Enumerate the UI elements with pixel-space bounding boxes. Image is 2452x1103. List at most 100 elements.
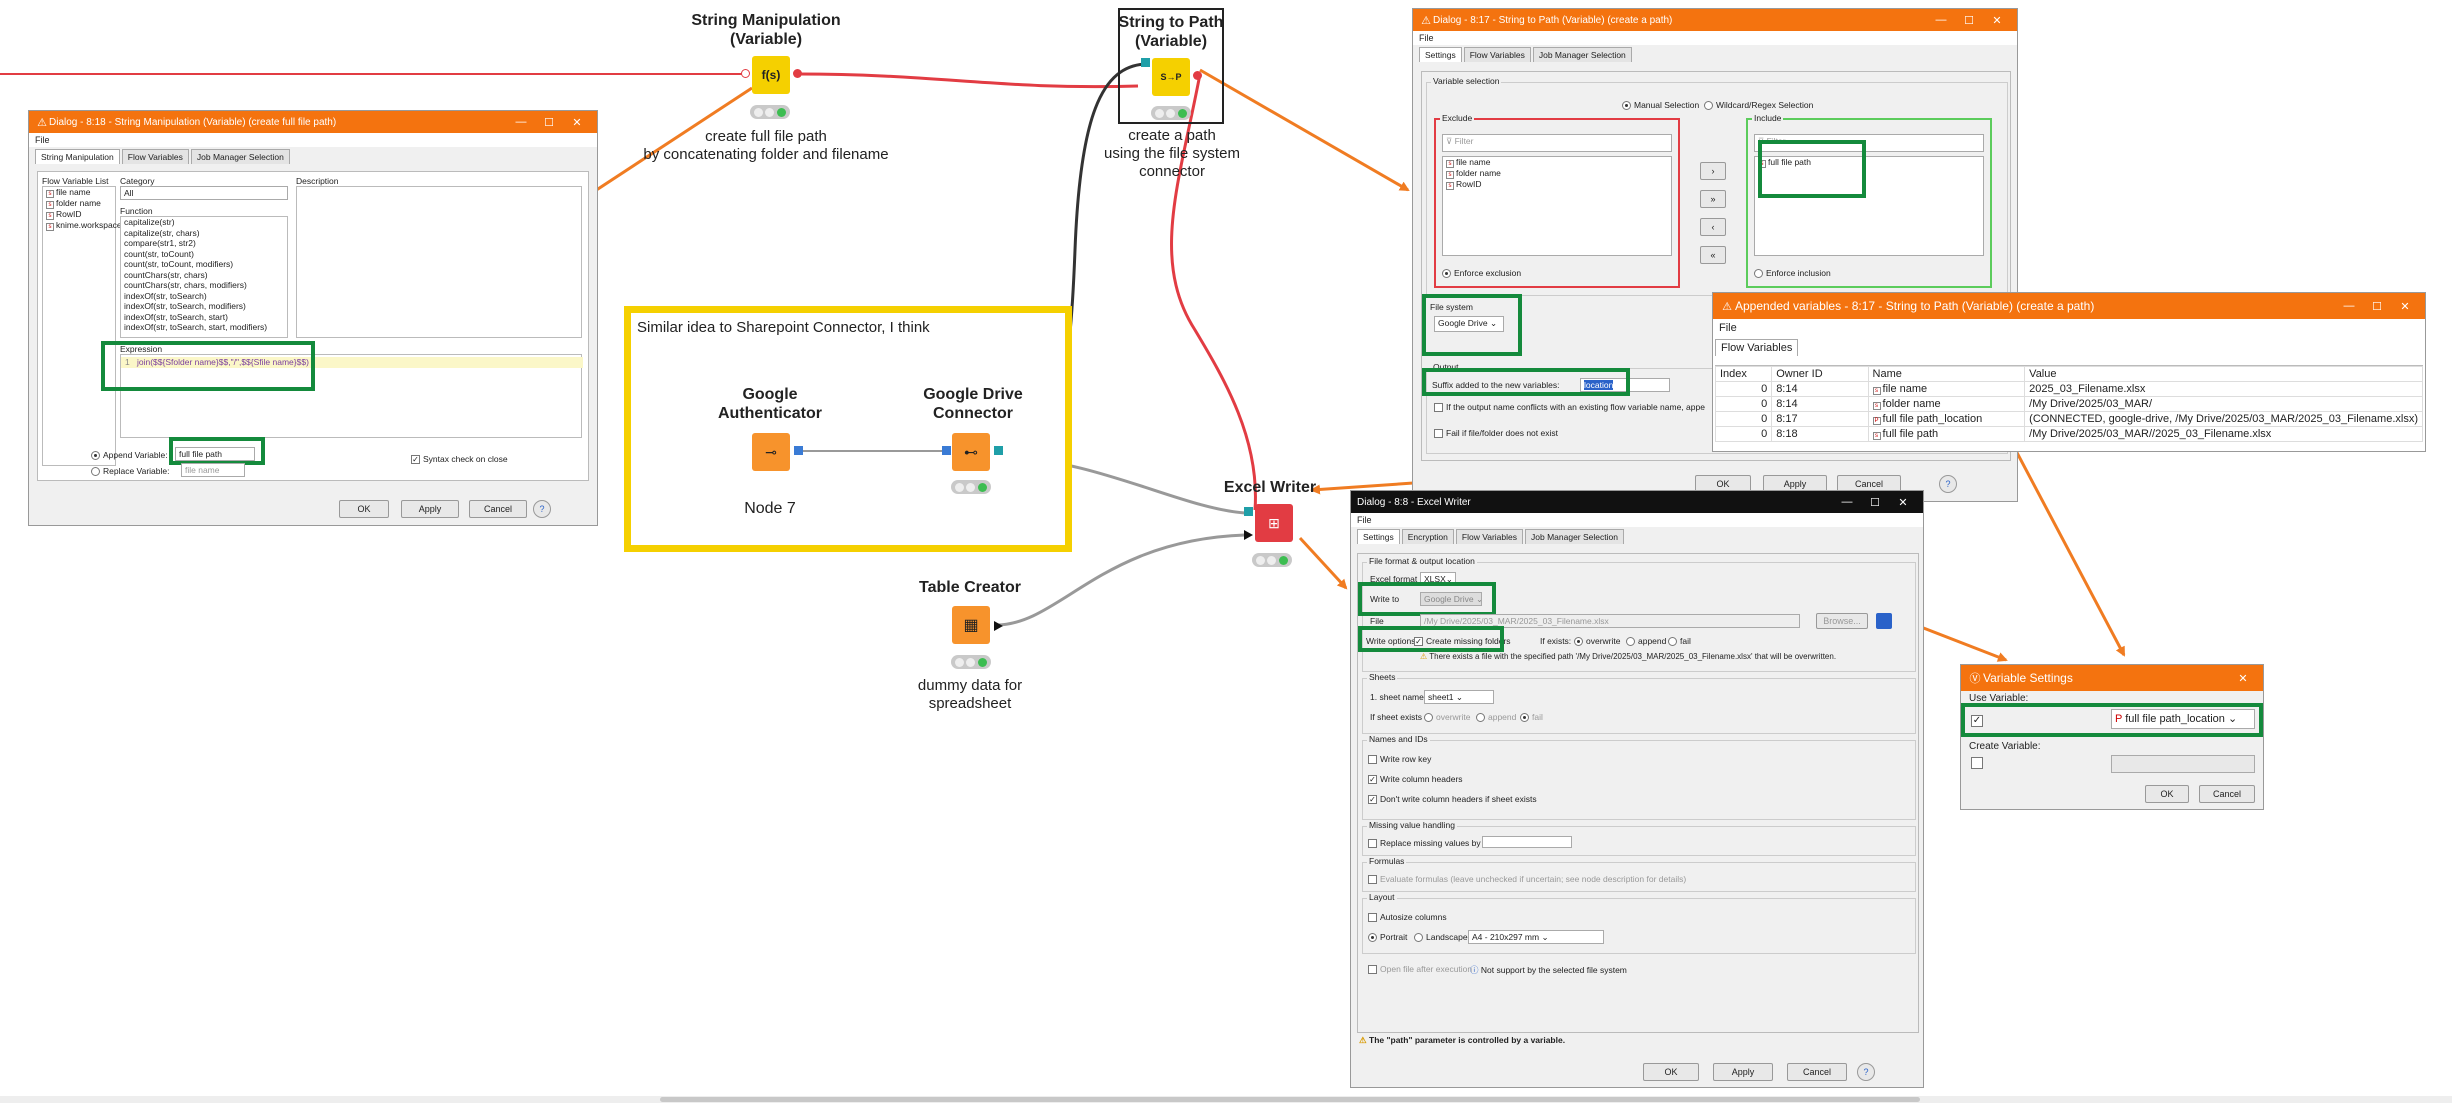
apply-button[interactable]: Apply [401, 500, 459, 518]
help-icon[interactable]: ? [1939, 475, 1957, 493]
list-item[interactable]: indexOf(str, toSearch, start, modifiers) [124, 322, 268, 332]
replace-variable-option[interactable]: Replace Variable: [91, 466, 169, 477]
sheet-append-radio[interactable]: append [1476, 712, 1516, 723]
ok-button[interactable]: OK [339, 500, 389, 518]
list-item[interactable]: indexOf(str, toSearch) [124, 290, 207, 301]
replace-missing-checkbox[interactable]: Replace missing values by [1368, 838, 1481, 849]
dont-write-headers-checkbox[interactable]: ✓Don't write column headers if sheet exi… [1368, 794, 1537, 805]
list-item[interactable]: count(str, toCount, modifiers) [124, 259, 234, 269]
column-header-name[interactable]: Name [1867, 366, 2026, 382]
close-icon[interactable]: ✕ [1992, 14, 2002, 27]
add-button[interactable]: › [1700, 162, 1726, 180]
scrollbar-thumb[interactable] [660, 1097, 1920, 1102]
tab-flow-variables[interactable]: Flow Variables [1455, 529, 1524, 544]
help-icon[interactable]: ? [533, 500, 551, 518]
key-icon[interactable]: ⊸ [752, 433, 790, 471]
file-system-inport[interactable] [1141, 58, 1150, 67]
syntax-check-checkbox[interactable]: ✓Syntax check on close [411, 454, 508, 465]
minimize-icon[interactable]: — [1935, 14, 1947, 26]
filter-input-exclude[interactable]: ⊽ Filter [1442, 134, 1672, 152]
evaluate-formulas-checkbox[interactable]: Evaluate formulas (leave unchecked if un… [1368, 874, 1686, 885]
sheet-overwrite-radio[interactable]: overwrite [1424, 712, 1470, 723]
tab-encryption[interactable]: Encryption [1401, 529, 1454, 544]
write-to-select[interactable]: Google Drive ⌄ [1420, 592, 1482, 606]
list-item[interactable]: countChars(str, chars) [124, 269, 208, 280]
variable-select[interactable]: P full file path_location ⌄ [2111, 709, 2255, 729]
category-select[interactable]: All [120, 186, 288, 200]
apply-button[interactable]: Apply [1713, 1063, 1773, 1081]
cancel-button[interactable]: Cancel [1787, 1063, 1847, 1081]
list-item[interactable]: countChars(str, chars, modifiers) [124, 280, 247, 290]
function-list[interactable]: capitalize(str) capitalize(str, chars) c… [120, 216, 288, 338]
write-row-key-checkbox[interactable]: Write row key [1368, 754, 1431, 765]
close-icon[interactable]: ✕ [1898, 496, 1908, 509]
tab-job-manager[interactable]: Job Manager Selection [190, 149, 290, 164]
paper-size-select[interactable]: A4 - 210x297 mm ⌄ [1468, 930, 1604, 944]
file-path-input[interactable]: /My Drive/2025/03_MAR/2025_03_Filename.x… [1420, 614, 1800, 628]
menu-file[interactable]: File [29, 133, 597, 147]
column-header-owner[interactable]: Owner ID [1771, 366, 1869, 382]
string-to-path-node-icon[interactable]: S→P [1152, 58, 1190, 96]
cancel-button[interactable]: Cancel [2199, 785, 2255, 803]
tab-flow-variables[interactable]: Flow Variables [1715, 339, 1799, 356]
table-icon[interactable]: ▦ [952, 606, 990, 644]
append-variable-field[interactable]: full file path [175, 447, 255, 461]
add-all-button[interactable]: » [1700, 190, 1726, 208]
drive-connector-icon[interactable]: ⊷ [952, 433, 990, 471]
remove-all-button[interactable]: « [1700, 246, 1726, 264]
credentials-outport[interactable] [794, 446, 803, 455]
menu-file[interactable]: File [1713, 319, 2425, 337]
credentials-inport[interactable] [942, 446, 951, 455]
suffix-input[interactable]: location [1580, 378, 1670, 392]
minimize-icon[interactable]: — [515, 116, 527, 128]
file-system-select[interactable]: Google Drive ⌄ [1434, 316, 1504, 332]
maximize-icon[interactable]: ☐ [1964, 14, 1974, 27]
cancel-button[interactable]: Cancel [469, 500, 527, 518]
replace-missing-input[interactable] [1482, 836, 1572, 848]
data-inport[interactable] [1244, 530, 1253, 540]
sheet-name-input[interactable]: sheet1 ⌄ [1424, 690, 1494, 704]
list-item[interactable]: capitalize(str) [124, 217, 175, 227]
tab-job-manager[interactable]: Job Manager Selection [1525, 529, 1624, 544]
remove-button[interactable]: ‹ [1700, 218, 1726, 236]
workflow-annotation[interactable]: Similar idea to Sharepoint Connector, I … [624, 306, 1072, 552]
wildcard-selection-radio[interactable]: Wildcard/Regex Selection [1704, 100, 1813, 111]
variable-inport[interactable] [741, 69, 750, 78]
tab-flow-variables[interactable]: Flow Variables [1463, 47, 1531, 62]
help-icon[interactable]: ? [1857, 1063, 1875, 1081]
use-variable-checkbox[interactable]: ✓ [1971, 715, 1983, 727]
maximize-icon[interactable]: ☐ [544, 116, 554, 129]
variable-outport[interactable] [1193, 71, 1202, 80]
maximize-icon[interactable]: ☐ [1870, 496, 1880, 509]
overwrite-radio[interactable]: overwrite [1574, 636, 1620, 647]
file-system-outport[interactable] [994, 446, 1003, 455]
string-manipulation-node-icon[interactable]: f(s) [752, 56, 790, 94]
tab-string-manipulation[interactable]: String Manipulation [35, 149, 120, 164]
tab-flow-variables[interactable]: Flow Variables [121, 149, 189, 164]
close-icon[interactable]: ✕ [572, 116, 582, 129]
landscape-radio[interactable]: Landscape [1414, 932, 1468, 943]
tab-settings[interactable]: Settings [1419, 47, 1462, 62]
variable-outport[interactable] [793, 69, 802, 78]
minimize-icon[interactable]: — [2343, 300, 2355, 312]
maximize-icon[interactable]: ☐ [2372, 300, 2382, 313]
autosize-columns-checkbox[interactable]: Autosize columns [1368, 912, 1447, 923]
horizontal-scrollbar[interactable] [0, 1096, 2452, 1103]
minimize-icon[interactable]: — [1841, 496, 1853, 508]
create-missing-folders-checkbox[interactable]: ✓Create missing folders [1414, 636, 1511, 647]
write-column-headers-checkbox[interactable]: ✓Write column headers [1368, 774, 1463, 785]
fail-if-not-exist-checkbox[interactable]: Fail if file/folder does not exist [1434, 428, 1558, 439]
open-after-execution-checkbox[interactable]: Open file after execution [1368, 964, 1472, 975]
